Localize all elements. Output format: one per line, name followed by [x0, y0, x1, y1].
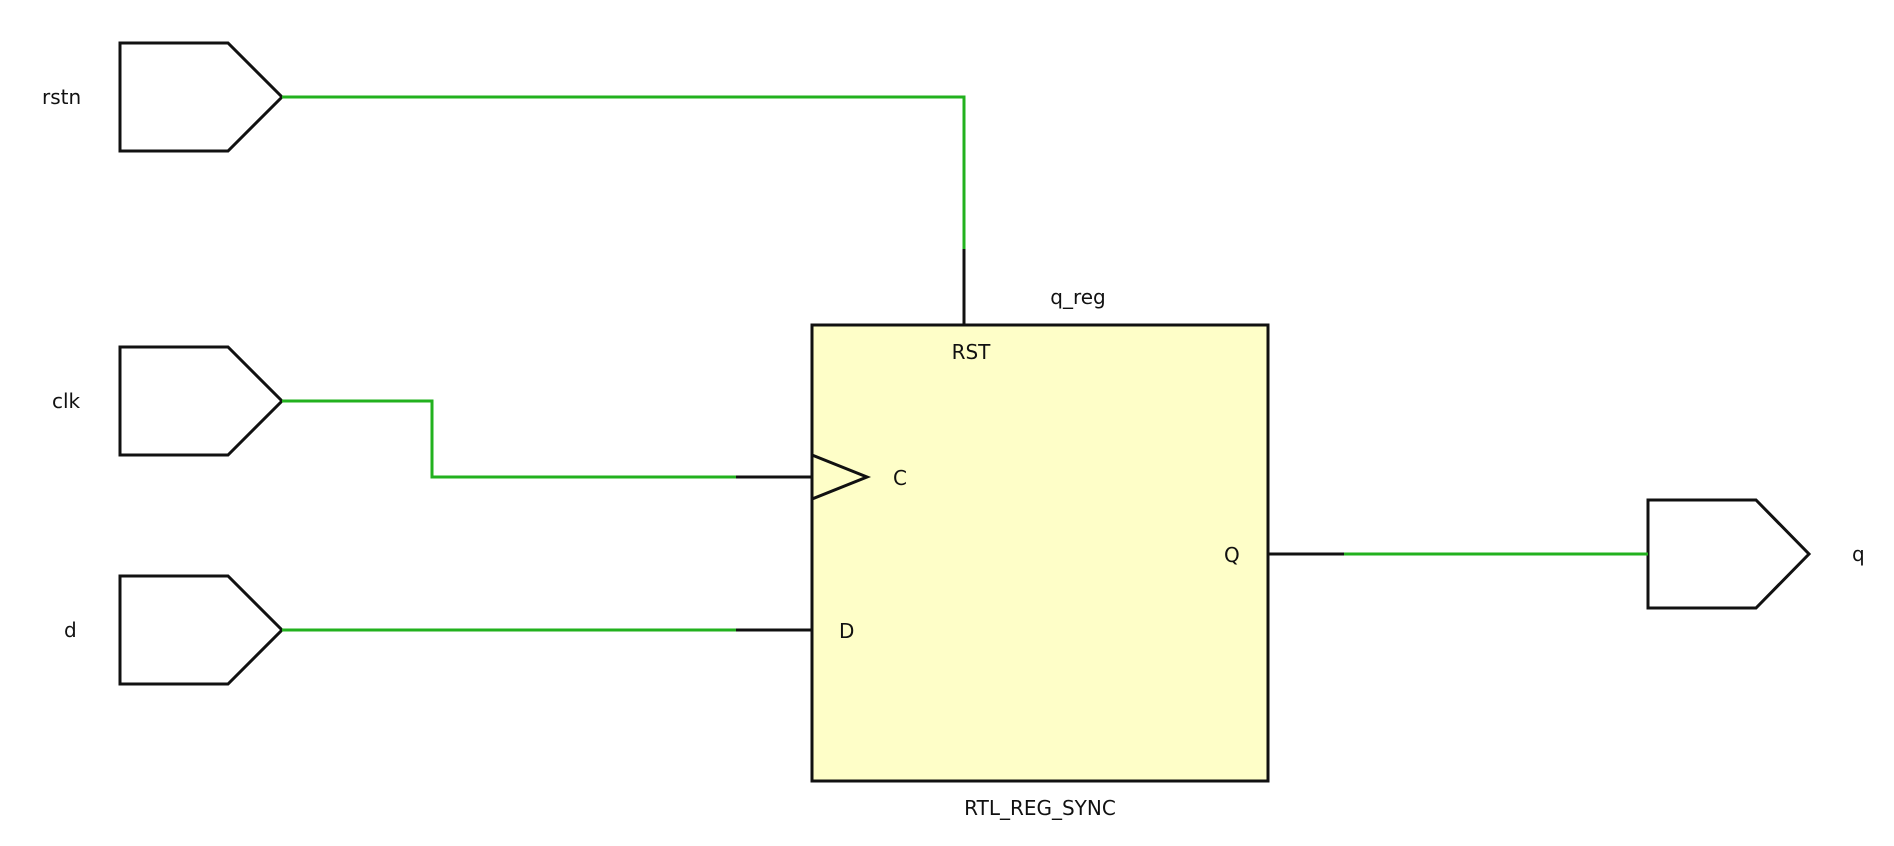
- port-clk-shape[interactable]: [118, 345, 285, 457]
- port-rstn-shape[interactable]: [118, 41, 285, 153]
- pin-label-q: Q: [1224, 543, 1240, 567]
- input-port-d[interactable]: d: [64, 574, 285, 686]
- net-rstn[interactable]: [282, 95, 966, 249]
- port-q-label: q: [1852, 542, 1865, 566]
- port-d-shape[interactable]: [118, 574, 285, 686]
- pin-label-d: D: [839, 619, 854, 643]
- port-d-label: d: [64, 618, 77, 642]
- cell-body[interactable]: [810, 323, 1270, 783]
- cell-instance-name: q_reg: [1050, 285, 1105, 309]
- port-rstn-label: rstn: [42, 85, 81, 109]
- pin-label-c: C: [893, 466, 907, 490]
- net-clk[interactable]: [282, 399, 736, 479]
- pin-label-rst: RST: [952, 340, 992, 364]
- port-clk-label: clk: [52, 389, 81, 413]
- port-q-shape[interactable]: [1646, 498, 1812, 610]
- input-port-clk[interactable]: clk: [52, 345, 285, 457]
- register-cell-q-reg[interactable]: q_reg RTL_REG_SYNC RST C D Q: [736, 249, 1344, 820]
- clock-triangle-icon: [810, 452, 872, 502]
- cell-type-label: RTL_REG_SYNC: [964, 796, 1116, 820]
- output-port-q[interactable]: q: [1646, 498, 1865, 610]
- input-port-rstn[interactable]: rstn: [42, 41, 285, 153]
